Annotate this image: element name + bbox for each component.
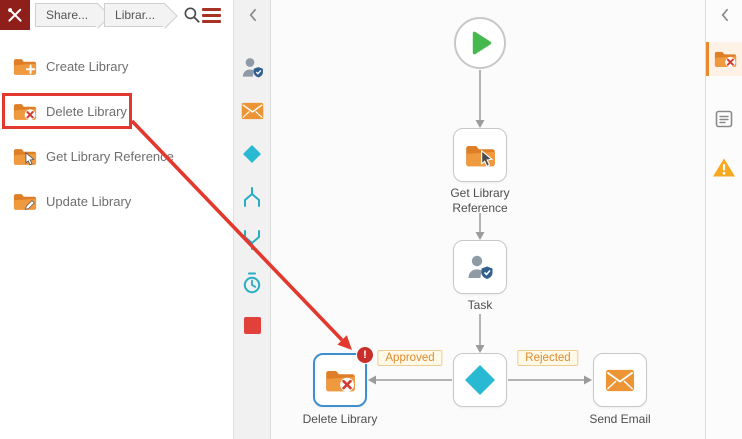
node-decision[interactable] bbox=[453, 353, 507, 407]
breadcrumb-shared[interactable]: Share... bbox=[35, 3, 99, 27]
list-item-create-library[interactable]: Create Library bbox=[0, 44, 233, 89]
node-delete-library[interactable]: ! bbox=[313, 346, 374, 407]
workflow-canvas[interactable]: Get Library Reference Task bbox=[271, 0, 705, 439]
folder-update-icon bbox=[12, 191, 37, 212]
node-label: Task bbox=[467, 298, 493, 312]
tool-email[interactable] bbox=[234, 89, 270, 132]
node-label: Get Library Reference bbox=[450, 186, 510, 215]
toolbox-rail bbox=[233, 0, 271, 439]
folder-reference-icon bbox=[465, 145, 495, 167]
rail-item-delete-library[interactable] bbox=[706, 42, 742, 76]
search-icon bbox=[184, 7, 200, 23]
node-get-library-reference[interactable] bbox=[453, 128, 507, 182]
collapse-panel-button[interactable] bbox=[234, 0, 270, 30]
expand-panel-button[interactable] bbox=[706, 0, 742, 30]
warning-icon bbox=[713, 158, 735, 176]
rail-item-properties[interactable] bbox=[706, 102, 742, 136]
menu-icon bbox=[201, 19, 221, 23]
tools-icon bbox=[8, 8, 22, 22]
timer-icon bbox=[243, 272, 261, 293]
search-button[interactable] bbox=[182, 4, 201, 26]
folder-create-icon bbox=[12, 56, 37, 77]
breadcrumb-label: Share... bbox=[46, 8, 89, 22]
breadcrumb-label: Librar... bbox=[115, 8, 156, 22]
folder-delete-icon bbox=[12, 101, 37, 122]
menu-button[interactable] bbox=[201, 7, 221, 23]
tool-split[interactable] bbox=[234, 175, 270, 218]
menu-icon bbox=[201, 13, 221, 17]
error-badge: ! bbox=[356, 346, 374, 364]
email-icon bbox=[241, 102, 263, 119]
panel-header: Share... Librar... bbox=[0, 0, 233, 30]
breadcrumb-library[interactable]: Librar... bbox=[104, 3, 166, 27]
tool-merge[interactable] bbox=[234, 218, 270, 261]
email-icon bbox=[605, 369, 635, 391]
chevron-left-icon bbox=[721, 8, 728, 22]
folder-delete-icon bbox=[714, 51, 737, 68]
list-item-label: Create Library bbox=[46, 59, 129, 74]
list-item-label: Delete Library bbox=[46, 104, 127, 119]
breadcrumb: Share... Librar... bbox=[35, 3, 166, 27]
chevron-left-icon bbox=[249, 8, 256, 22]
library-method-list: Create Library Delete Library bbox=[0, 44, 233, 224]
decision-diamond-icon bbox=[465, 365, 495, 395]
library-panel: Share... Librar... bbox=[0, 0, 233, 439]
stop-icon bbox=[243, 317, 261, 334]
tool-task[interactable] bbox=[234, 46, 270, 89]
list-item-update-library[interactable]: Update Library bbox=[0, 179, 233, 224]
properties-icon bbox=[715, 110, 733, 128]
list-item-get-library-reference[interactable]: Get Library Reference bbox=[0, 134, 233, 179]
rail-item-warnings[interactable] bbox=[706, 150, 742, 184]
tools-button[interactable] bbox=[0, 0, 30, 30]
split-icon bbox=[244, 186, 260, 207]
play-icon bbox=[472, 31, 492, 55]
folder-delete-icon bbox=[325, 370, 355, 392]
tool-stop[interactable] bbox=[234, 304, 270, 347]
start-node[interactable] bbox=[454, 17, 506, 69]
menu-icon bbox=[201, 7, 221, 11]
merge-icon bbox=[244, 229, 260, 250]
list-item-delete-library[interactable]: Delete Library bbox=[0, 89, 233, 134]
context-rail bbox=[705, 0, 742, 439]
folder-reference-icon bbox=[12, 146, 37, 167]
tool-decision[interactable] bbox=[234, 132, 270, 175]
node-label: Delete Library bbox=[302, 412, 378, 426]
list-item-label: Update Library bbox=[46, 194, 132, 209]
edge-label-rejected[interactable]: Rejected bbox=[517, 350, 579, 366]
task-icon bbox=[468, 255, 493, 279]
edge-label-approved[interactable]: Approved bbox=[377, 350, 443, 366]
node-label: Send Email bbox=[589, 412, 651, 426]
node-send-email[interactable] bbox=[593, 353, 647, 407]
tool-timer[interactable] bbox=[234, 261, 270, 304]
node-task[interactable] bbox=[453, 240, 507, 294]
task-icon bbox=[242, 58, 263, 78]
list-item-label: Get Library Reference bbox=[46, 149, 174, 164]
decision-diamond-icon bbox=[243, 144, 261, 163]
